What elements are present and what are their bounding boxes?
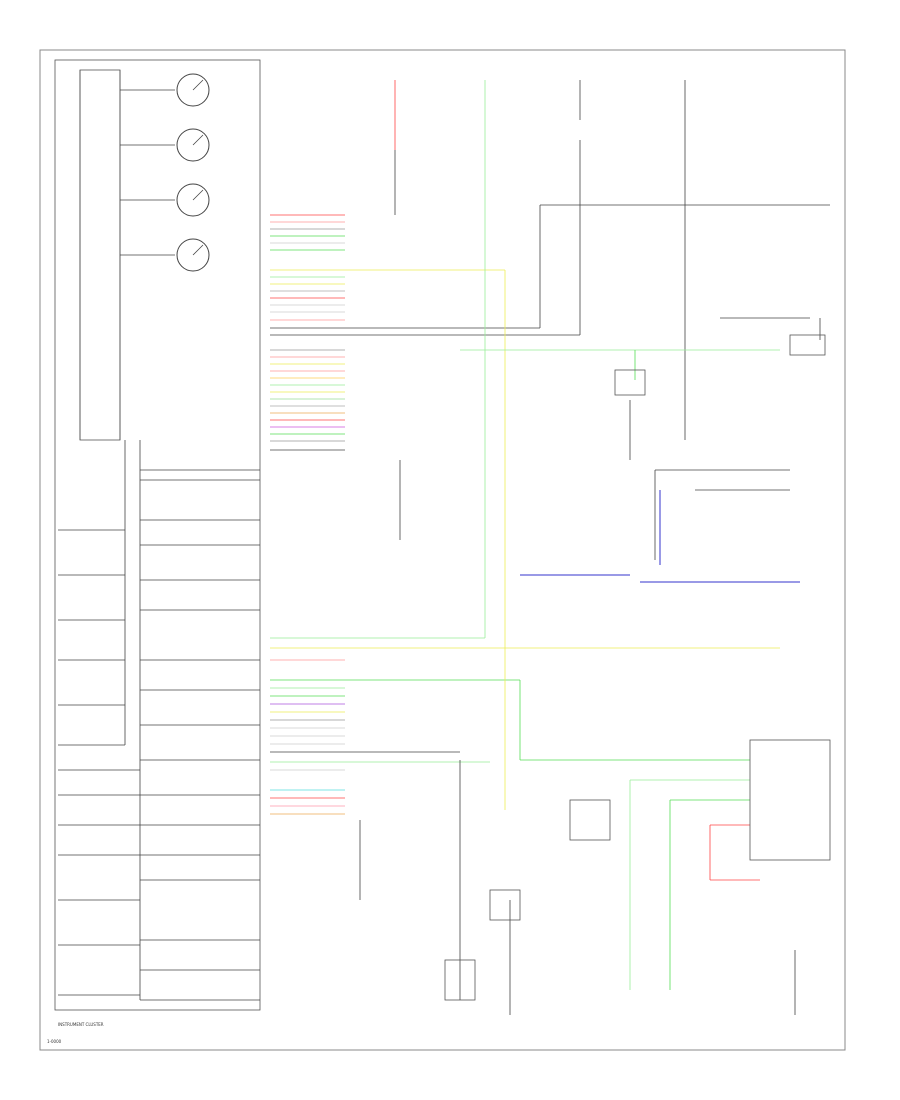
cluster-indicator-rows <box>58 440 260 1001</box>
tachometer-gauge <box>120 73 210 107</box>
lower-connector-wires <box>270 637 780 900</box>
upper-connector-wires <box>270 214 580 336</box>
diagram-frame <box>39 49 846 1051</box>
main-harness-runs <box>394 80 830 1015</box>
middle-connector-wires <box>270 349 401 540</box>
figure-id: 1-0000 <box>47 1039 62 1044</box>
instrument-cluster-box <box>54 59 261 1011</box>
temperature-gauge <box>120 238 210 272</box>
cluster-label: INSTRUMENT CLUSTER <box>58 1022 104 1027</box>
speedometer-gauge <box>120 128 210 162</box>
component-boxes <box>444 334 831 1001</box>
fuel-gauge <box>120 183 210 217</box>
cluster-ecu-block <box>79 69 121 441</box>
